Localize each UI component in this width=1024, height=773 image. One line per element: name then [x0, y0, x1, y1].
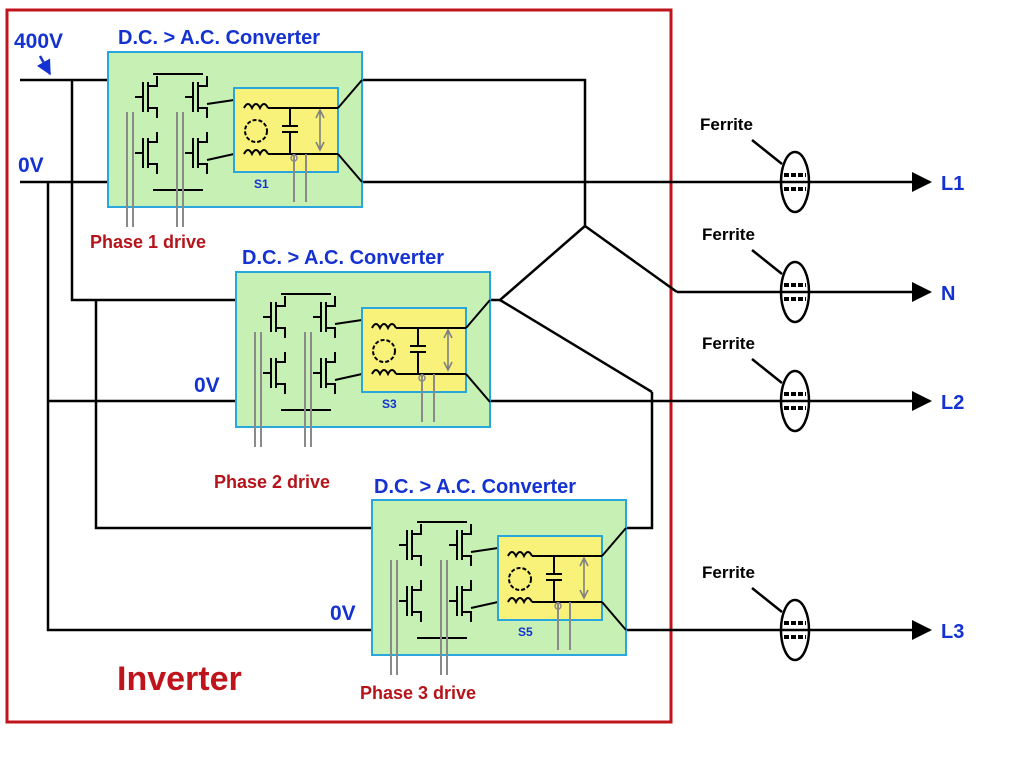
converter-title: D.C. > A.C. Converter	[118, 27, 320, 49]
output-filter	[361, 307, 467, 422]
converter-title: D.C. > A.C. Converter	[374, 476, 576, 498]
sense-arrow-icon	[315, 108, 325, 152]
mosfet-icon	[263, 352, 286, 394]
inverter-enclosure	[5, 8, 673, 724]
mosfet-icon	[449, 524, 472, 566]
ferrite-label: Ferrite	[700, 115, 753, 134]
section-label: S1	[254, 177, 269, 191]
bridge-output-links	[334, 319, 363, 381]
gate-drive-wires	[254, 332, 312, 447]
inductor-icon	[507, 551, 533, 605]
ferrite-leader	[751, 249, 783, 275]
mosfet-icon	[135, 132, 158, 174]
output-terminal-label: L2	[941, 392, 964, 414]
output-filter	[497, 535, 603, 650]
ferrite-leader	[751, 587, 783, 613]
mosfet-icon	[313, 296, 336, 338]
dc-bus-wiring	[20, 78, 372, 632]
sense-arrow-icon	[443, 328, 453, 372]
ground-label: 0V	[330, 602, 356, 625]
choke-icon	[508, 567, 532, 591]
output-wiring	[362, 78, 932, 640]
switching-bridge	[135, 73, 208, 191]
converter-title: D.C. > A.C. Converter	[242, 247, 444, 269]
mosfet-icon	[135, 76, 158, 118]
sense-arrow-icon	[579, 556, 589, 600]
mosfet-icon	[263, 296, 286, 338]
mosfet-icon	[399, 524, 422, 566]
gate-drive-wires	[390, 560, 448, 675]
section-label: S5	[518, 625, 533, 639]
mosfet-icon	[185, 132, 208, 174]
ferrite-label: Ferrite	[702, 334, 755, 353]
output-terminal-label: L3	[941, 621, 964, 643]
output-filter	[233, 87, 339, 202]
bridge-output-links	[206, 99, 235, 161]
mosfet-icon	[185, 76, 208, 118]
ferrite-label: Ferrite	[702, 563, 755, 582]
mosfet-icon	[399, 580, 422, 622]
phase-drive-label: Phase 1 drive	[90, 232, 206, 252]
section-label: S3	[382, 397, 397, 411]
phase-drive-label: Phase 3 drive	[360, 683, 476, 703]
gate-drive-wires	[126, 112, 184, 227]
ferrite-leader	[751, 358, 783, 384]
phase-drive-label: Phase 2 drive	[214, 472, 330, 492]
ferrite-label: Ferrite	[702, 225, 755, 244]
output-terminal-label: L1	[941, 173, 964, 195]
choke-icon	[372, 339, 396, 363]
ferrite-leader	[751, 139, 783, 165]
inductor-icon	[371, 323, 397, 377]
switching-bridge	[399, 521, 472, 639]
choke-icon	[244, 119, 268, 143]
inverter-label: Inverter	[117, 660, 242, 698]
supply-400v-label: 400V	[14, 30, 63, 53]
supply-400v-pointer	[36, 55, 52, 76]
mosfet-icon	[449, 580, 472, 622]
mosfet-icon	[313, 352, 336, 394]
supply-0v-label: 0V	[18, 154, 44, 177]
bridge-output-links	[470, 547, 499, 609]
inductor-icon	[243, 103, 269, 157]
output-terminal-label: N	[941, 283, 955, 305]
ground-label: 0V	[194, 374, 220, 397]
